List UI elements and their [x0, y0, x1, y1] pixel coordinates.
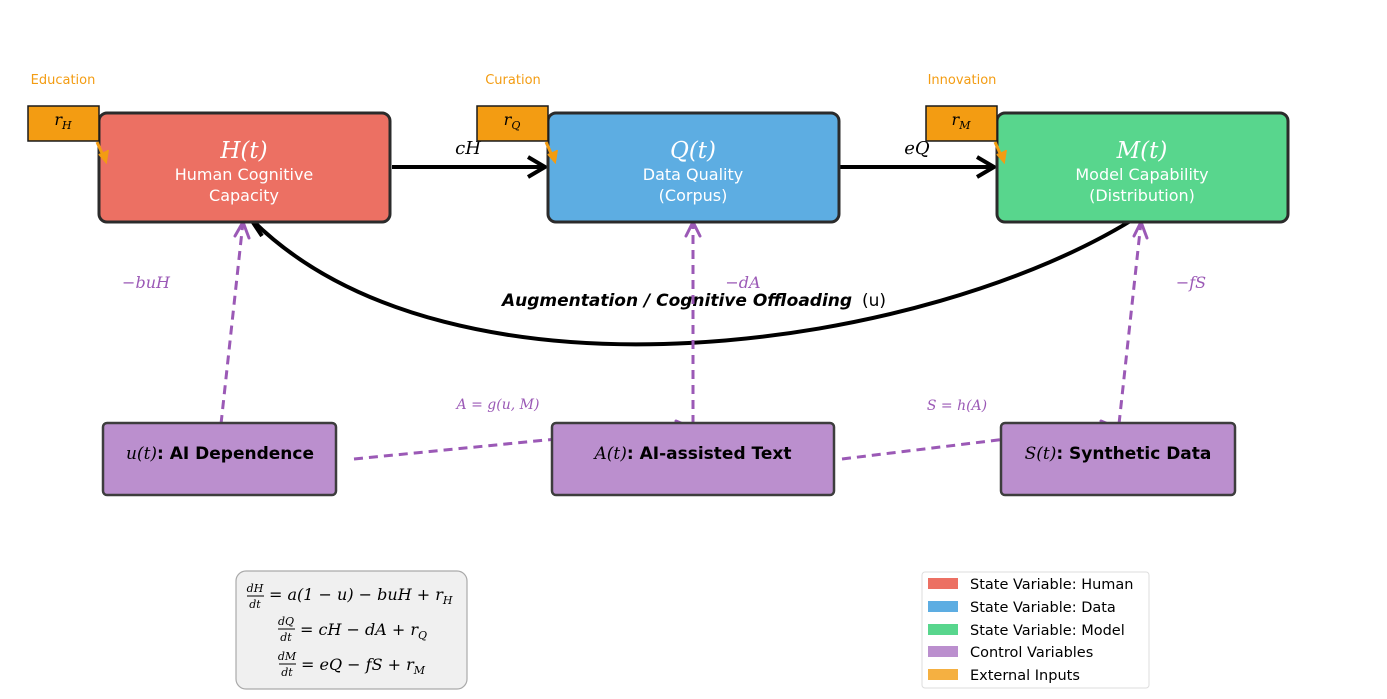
- human-label-line2: Capacity: [209, 186, 279, 205]
- data-label-line1: Data Quality: [643, 165, 743, 184]
- equation-m: dM dt = eQ − fS + rM: [278, 650, 426, 679]
- data-label-line2: (Corpus): [659, 186, 728, 205]
- external-input-human: Education rH: [27, 73, 109, 165]
- human-label-line1: Human Cognitive: [175, 165, 314, 184]
- legend-item-human: State Variable: Human: [928, 577, 1134, 593]
- svg-text:Control Variables: Control Variables: [970, 645, 1093, 661]
- svg-text:State Variable: Human: State Variable: Human: [970, 577, 1134, 593]
- model-label-line2: (Distribution): [1089, 186, 1195, 205]
- svg-text:dQ: dQ: [278, 615, 294, 628]
- external-category-education: Education: [31, 73, 96, 88]
- svg-text:dM: dM: [278, 650, 297, 663]
- human-symbol: H(t): [219, 138, 267, 164]
- loss-arrows: [219, 221, 1143, 461]
- control-node-a: A(t): AI-assisted Text: [550, 421, 836, 497]
- data-symbol: Q(t): [670, 138, 716, 164]
- legend-item-external: External Inputs: [928, 668, 1080, 684]
- control-node-u: u(t): AI Dependence: [101, 421, 338, 497]
- control-s-text: S(t): Synthetic Data: [1025, 444, 1212, 464]
- loss-label-m: −fS: [1176, 273, 1206, 292]
- svg-text:dt: dt: [249, 598, 261, 611]
- external-input-model: Innovation rM: [925, 73, 1007, 165]
- legend-item-model: State Variable: Model: [928, 623, 1125, 639]
- svg-text:dt: dt: [281, 666, 293, 679]
- external-category-curation: Curation: [485, 73, 541, 88]
- flow-label-h-to-q: cH: [455, 138, 481, 159]
- legend: State Variable: Human State Variable: Da…: [921, 571, 1150, 689]
- loss-arrow-s-to-m: [1117, 221, 1143, 425]
- state-node-model: M(t) Model Capability (Distribution): [995, 111, 1290, 224]
- equation-q: dQ dt = cH − dA + rQ: [278, 615, 427, 644]
- svg-text:dH: dH: [247, 582, 264, 595]
- external-symbol-rh: rH: [54, 110, 72, 132]
- control-u-text: u(t): AI Dependence: [126, 444, 314, 464]
- legend-swatch-model: [928, 624, 958, 635]
- svg-text:= a(1 − u) − buH + rH: = a(1 − u) − buH + rH: [269, 585, 453, 607]
- a-definition-label: A = g(u, M): [455, 397, 540, 413]
- external-symbol-rq: rQ: [504, 110, 521, 132]
- svg-text:State Variable: Model: State Variable: Model: [970, 623, 1125, 639]
- loss-arrow-u-to-h: [219, 221, 245, 425]
- svg-text:= eQ − fS + rM: = eQ − fS + rM: [301, 655, 426, 677]
- legend-swatch-external: [928, 669, 958, 680]
- model-label-line1: Model Capability: [1075, 165, 1208, 184]
- legend-item-data: State Variable: Data: [928, 600, 1116, 616]
- legend-swatch-data: [928, 601, 958, 612]
- equation-h: dH dt = a(1 − u) − buH + rH: [247, 582, 453, 611]
- external-symbol-rm: rM: [952, 110, 972, 132]
- flow-arrowhead-q: [526, 155, 549, 179]
- svg-text:dt: dt: [280, 631, 292, 644]
- state-node-human: H(t) Human Cognitive Capacity: [97, 111, 392, 224]
- feedback-arc: [248, 213, 1142, 347]
- loss-label-q: −dA: [725, 273, 760, 292]
- flow-arrowhead-m: [975, 155, 998, 179]
- svg-text:External Inputs: External Inputs: [970, 668, 1080, 684]
- equations-box: dH dt = a(1 − u) − buH + rH dQ dt = cH −…: [235, 570, 468, 690]
- model-symbol: M(t): [1116, 138, 1168, 164]
- control-a-text: A(t): AI-assisted Text: [593, 444, 792, 464]
- svg-text:= cH − dA + rQ: = cH − dA + rQ: [300, 620, 427, 642]
- svg-text:State Variable: Data: State Variable: Data: [970, 600, 1116, 616]
- state-node-data: Q(t) Data Quality (Corpus): [546, 111, 841, 224]
- feedback-arc-label: Augmentation / Cognitive Offloading (u): [500, 291, 886, 311]
- legend-item-control: Control Variables: [928, 645, 1093, 661]
- external-category-innovation: Innovation: [928, 73, 997, 88]
- s-definition-label: S = h(A): [927, 398, 987, 414]
- loss-label-h: −buH: [122, 273, 171, 292]
- legend-swatch-control: [928, 646, 958, 657]
- dep-arrow-u-to-a: [353, 424, 689, 461]
- flow-label-q-to-m: eQ: [904, 138, 930, 159]
- external-input-data: Curation rQ: [476, 73, 558, 165]
- legend-swatch-human: [928, 578, 958, 589]
- control-node-s: S(t): Synthetic Data: [999, 421, 1237, 497]
